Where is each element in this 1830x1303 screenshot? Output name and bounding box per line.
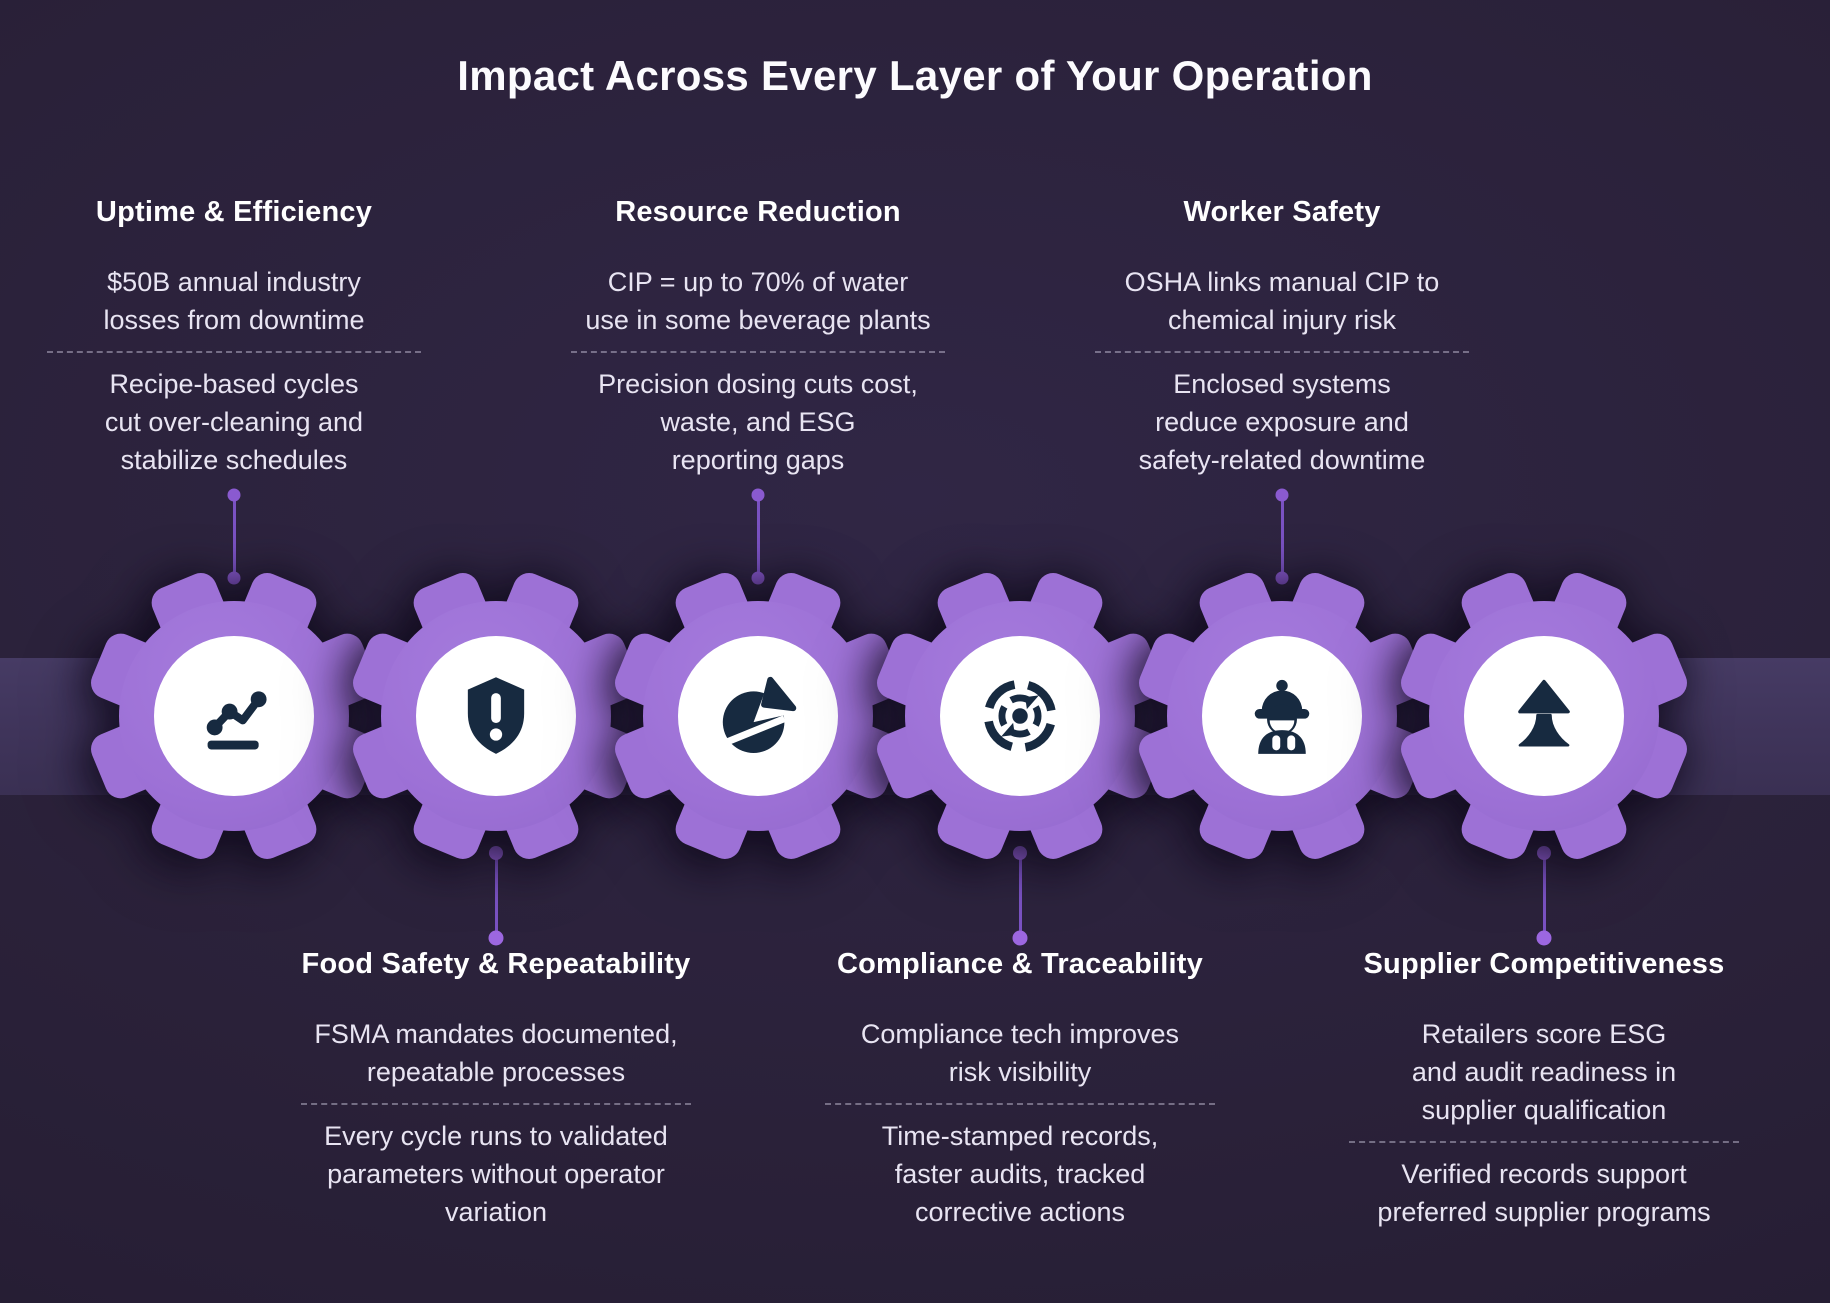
connector-compliance: [1012, 846, 1028, 946]
section-heading: Compliance & Traceability: [836, 948, 1203, 980]
gear-supplier: [1396, 568, 1692, 864]
page-title: Impact Across Every Layer of Your Operat…: [457, 52, 1373, 99]
section-uptime-efficiency: Uptime & Efficiency $50B annual industry…: [0, 196, 474, 479]
connector-dot: [489, 846, 503, 860]
section-supplier-competitiveness: Supplier Competitiveness Retailers score…: [1294, 948, 1794, 1231]
gear-compliance: [872, 568, 1168, 864]
gear-cog: [86, 568, 382, 864]
section-detail: Enclosed systems reduce exposure and saf…: [1138, 369, 1426, 475]
section-detail: Precision dosing cuts cost, waste, and E…: [598, 369, 918, 475]
dashed-divider: [1094, 351, 1470, 353]
worker-icon: [1254, 679, 1310, 754]
connector-dot: [751, 488, 765, 502]
connector-supplier: [1536, 846, 1552, 946]
gear-resource: [610, 568, 906, 864]
section-detail: Verified records support preferred suppl…: [1377, 1159, 1711, 1227]
dashed-divider: [570, 351, 946, 353]
connector-resource: [751, 488, 765, 585]
shield-alert-icon: [467, 677, 525, 754]
section-stat: Retailers score ESG and audit readiness …: [1411, 1019, 1677, 1125]
dashed-divider: [1349, 1141, 1739, 1143]
radar-target-icon: [983, 679, 1057, 753]
gear-center: [154, 636, 314, 796]
gear-cog: [872, 568, 1168, 864]
connector-uptime: [227, 488, 241, 585]
section-detail: Every cycle runs to validated parameters…: [324, 1121, 668, 1227]
dashed-divider: [46, 351, 422, 353]
section-heading: Supplier Competitiveness: [1363, 948, 1725, 980]
dashed-divider: [301, 1103, 691, 1105]
connector-food-safety: [488, 846, 504, 946]
connector-dot: [1013, 846, 1027, 860]
pie-chart-icon: [722, 672, 797, 753]
growth-arrow-icon: [1518, 679, 1570, 747]
gear-center: [1202, 636, 1362, 796]
section-heading: Uptime & Efficiency: [95, 196, 373, 228]
connector-dot: [227, 488, 241, 502]
dashed-divider: [825, 1103, 1215, 1105]
section-worker-safety: Worker Safety OSHA links manual CIP to c…: [1042, 196, 1522, 479]
connector-dot: [1537, 846, 1551, 860]
section-detail: Time-stamped records, faster audits, tra…: [881, 1121, 1159, 1227]
gear-cog: [348, 568, 644, 864]
connector-dot: [488, 930, 504, 946]
connector-dot: [1275, 488, 1289, 502]
gear-cog: [1396, 568, 1692, 864]
section-detail: Recipe-based cycles cut over-cleaning an…: [104, 369, 364, 475]
gear-uptime: [86, 568, 382, 864]
section-heading: Resource Reduction: [615, 196, 901, 228]
section-resource-reduction: Resource Reduction CIP = up to 70% of wa…: [518, 196, 998, 479]
gear-worker-safety: [1134, 568, 1430, 864]
section-stat: Compliance tech improves risk visibility: [860, 1019, 1180, 1087]
section-stat: OSHA links manual CIP to chemical injury…: [1124, 267, 1440, 335]
gear-center: [1464, 636, 1624, 796]
connector-dot: [227, 571, 241, 585]
trend-chart-icon: [206, 691, 267, 750]
connector-dot: [751, 571, 765, 585]
gear-cog: [1134, 568, 1430, 864]
section-heading: Worker Safety: [1183, 196, 1381, 228]
section-heading: Food Safety & Repeatability: [301, 948, 691, 980]
section-compliance-traceability: Compliance & Traceability Compliance tec…: [770, 948, 1270, 1231]
gear-center: [416, 636, 576, 796]
section-food-safety: Food Safety & Repeatability FSMA mandate…: [246, 948, 746, 1231]
gear-cog: [610, 568, 906, 864]
connector-dot: [1012, 930, 1028, 946]
connector-dot: [1536, 930, 1552, 946]
section-stat: CIP = up to 70% of water use in some bev…: [585, 267, 931, 335]
connector-worker-safety: [1275, 488, 1289, 585]
gear-food-safety: [348, 568, 644, 864]
gear-center: [940, 636, 1100, 796]
section-stat: FSMA mandates documented, repeatable pro…: [314, 1019, 678, 1087]
connector-dot: [1275, 571, 1289, 585]
section-stat: $50B annual industry losses from downtim…: [103, 267, 365, 335]
gear-center: [678, 636, 838, 796]
